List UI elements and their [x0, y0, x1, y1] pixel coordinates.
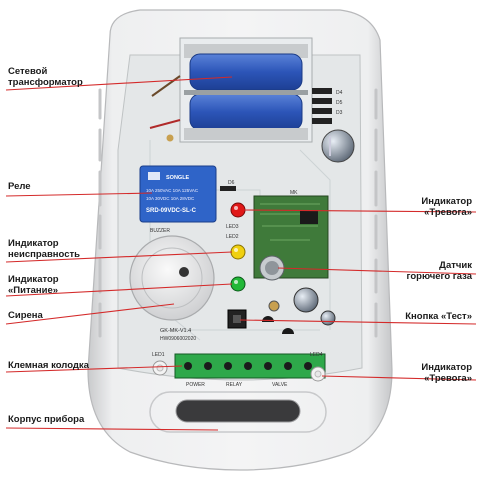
relay-brand-text: SONGLE — [166, 175, 190, 181]
led1-text: LED1 — [152, 352, 165, 358]
label-housing-line1: Корпус прибора — [8, 414, 85, 425]
terminal-block: POWER RELAY VALVE — [174, 353, 326, 388]
relay-model-text: SRD-09VDC-SL-C — [146, 208, 197, 214]
line-housing — [5, 427, 219, 431]
label-siren-line1: Сирена — [8, 310, 43, 321]
label-terminal-line1: Клемная колодка — [8, 360, 89, 371]
label-power-line2: «Питание» — [8, 285, 59, 296]
terminal-valve-text: VALVE — [272, 382, 288, 388]
relay: SONGLE 10A 250VAC 10A 125VAC 10A 30VDC 1… — [139, 165, 217, 223]
label-power-line1: Индикатор — [8, 274, 59, 285]
terminal-relay-text: RELAY — [226, 382, 243, 388]
buzzer-text: BUZZER — [150, 228, 170, 234]
label-gas-sensor: Датчик горючего газа — [407, 260, 473, 282]
label-siren: Сирена — [8, 310, 43, 321]
line-alarm-top — [243, 209, 477, 213]
label-terminal-block: Клемная колодка — [8, 360, 89, 371]
label-transformer-line1: Сетевой — [8, 66, 48, 77]
label-alarm-indicator-top: Индикатор «Тревога» — [421, 196, 472, 218]
electrolytic-capacitor-large — [321, 129, 355, 163]
label-gas-line2: горючего газа — [406, 271, 473, 282]
label-gas-line1: Датчик — [439, 260, 472, 271]
label-test-line1: Кнопка «Тест» — [405, 311, 472, 322]
label-alarm-bottom-line2: «Тревога» — [424, 373, 472, 384]
diode-d5-text: D5 — [336, 100, 343, 106]
label-fault-indicator: Индикатор неисправность — [8, 238, 80, 260]
line-fault — [5, 251, 233, 263]
diode-d3-text: D3 — [336, 110, 343, 116]
label-transformer-line2: трансформатор — [8, 77, 83, 88]
label-device-housing: Корпус прибора — [8, 414, 84, 425]
gas-sensor — [259, 255, 285, 281]
label-relay: Реле — [8, 181, 31, 192]
board-date-text: HW0906002020 — [160, 336, 196, 342]
line-transformer — [5, 76, 233, 91]
line-power — [5, 283, 233, 297]
leds: LED3 LED2 — [226, 202, 246, 292]
label-alarm-bottom-line1: Индикатор — [421, 362, 472, 373]
callout-lines — [5, 76, 477, 431]
label-alarm-indicator-bottom: Индикатор «Тревога» — [421, 362, 472, 384]
relay-spec2-text: 10A 30VDC 10A 28VDC — [146, 196, 195, 201]
label-test-button: Кнопка «Тест» — [405, 311, 472, 322]
relay-spec1-text: 10A 250VAC 10A 125VAC — [146, 188, 199, 193]
led-yellow-fault — [230, 244, 246, 260]
label-relay-line1: Реле — [8, 181, 31, 192]
terminal-power-text: POWER — [186, 382, 205, 388]
led2-text: LED2 — [226, 234, 239, 240]
diode-d6-text: D6 — [228, 180, 235, 186]
led-green-power — [230, 276, 246, 292]
line-test-button — [239, 319, 477, 325]
led-holders: LED1 LED4 — [152, 352, 326, 382]
siren: BUZZER — [129, 228, 215, 321]
housing-bottom-slot — [175, 399, 301, 423]
label-power-indicator: Индикатор «Питание» — [8, 274, 59, 296]
line-alarm-bottom — [321, 375, 477, 381]
line-siren — [5, 303, 175, 325]
led3-text: LED3 — [226, 224, 239, 230]
board-model-text: GK-MK-V1.4 — [160, 328, 191, 334]
led-red-alarm — [230, 202, 246, 218]
line-terminal — [5, 365, 183, 373]
label-fault-line1: Индикатор — [8, 238, 59, 249]
label-alarm-top-line1: Индикатор — [421, 196, 472, 207]
diode-d4-text: D4 — [336, 90, 343, 96]
line-gas-sensor — [277, 267, 477, 275]
module-mk-text: MK — [290, 190, 298, 196]
label-alarm-top-line2: «Тревога» — [424, 207, 472, 218]
diodes: D4 D5 D3 — [312, 88, 343, 124]
label-fault-line2: неисправность — [8, 249, 81, 260]
test-button[interactable] — [227, 309, 247, 329]
mains-transformer — [149, 37, 313, 143]
line-relay — [5, 192, 153, 197]
label-transformer: Сетевой трансформатор — [8, 66, 83, 88]
diode-d6 — [220, 186, 236, 191]
led4-text: LED4 — [310, 352, 323, 358]
